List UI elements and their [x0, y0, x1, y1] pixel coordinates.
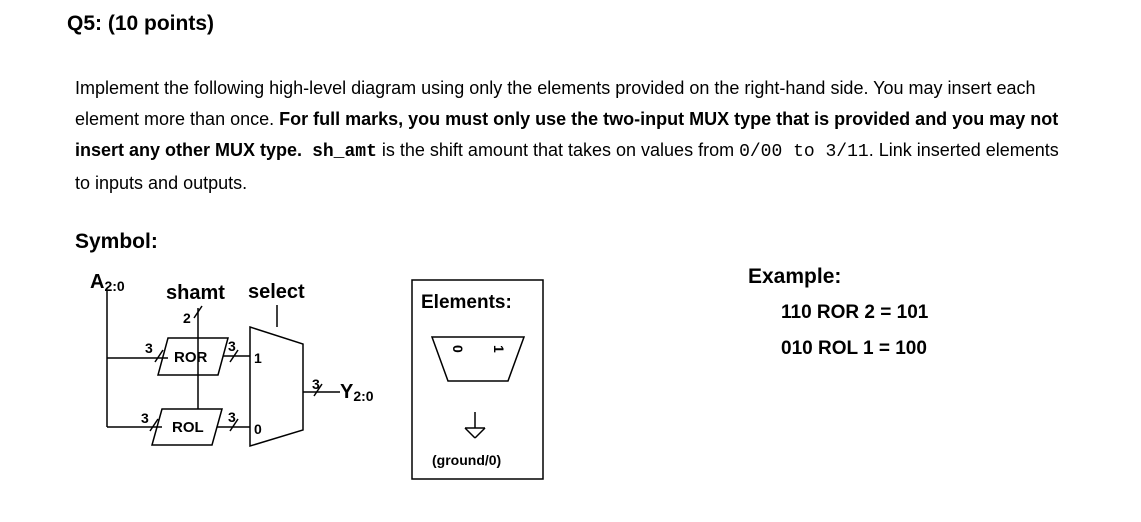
- example-line-1: 110 ROR 2 = 101: [781, 302, 929, 323]
- ground-label: (ground/0): [432, 452, 501, 468]
- element-mux-input-0: 0: [450, 345, 466, 353]
- select-label: select: [248, 281, 305, 303]
- mux-input-1-label: 1: [254, 350, 262, 366]
- ror-in-width: 3: [145, 340, 153, 356]
- rol-in-width: 3: [141, 410, 149, 426]
- ror-out-width: 3: [228, 338, 236, 354]
- output-width: 3: [312, 376, 320, 392]
- ror-block: [157, 337, 229, 376]
- shift-amount-code: sh_amt: [312, 142, 377, 162]
- mux-input-0-label: 0: [254, 421, 262, 437]
- rol-out-bus-slash: [229, 418, 239, 432]
- shamt-bus-slash: [193, 305, 203, 319]
- shamt-width-label: 2: [183, 310, 191, 326]
- instructions-text-3: . Link inserted elements to inputs and o…: [75, 140, 1059, 193]
- instructions-paragraph: Implement the following high-level diagr…: [75, 73, 1065, 199]
- mux-symbol: [249, 325, 304, 448]
- rol-in-bus-slash: [149, 418, 159, 432]
- example-line-2: 010 ROL 1 = 100: [781, 338, 927, 359]
- two-input-mux-element: [430, 336, 526, 382]
- ror-label: ROR: [174, 349, 208, 366]
- rol-block: [151, 408, 223, 446]
- instructions-text-2: is the shift amount that takes on values…: [376, 140, 740, 160]
- shamt-label: shamt: [166, 282, 225, 304]
- rol-label: ROL: [172, 419, 204, 436]
- rol-out-width: 3: [228, 409, 236, 425]
- output-bus-slash: [313, 383, 323, 397]
- elements-box: [411, 279, 544, 480]
- output-y-label: Y2:0: [340, 381, 374, 404]
- ground-icon: [464, 412, 486, 439]
- instructions-bold-rule: For full marks, you must only use the tw…: [75, 109, 1059, 160]
- symbol-heading: Symbol:: [75, 230, 158, 253]
- example-heading: Example:: [748, 265, 842, 288]
- question-title: Q5: (10 points): [67, 12, 215, 35]
- ror-in-bus-slash: [154, 349, 164, 363]
- elements-heading: Elements:: [421, 292, 512, 313]
- instructions-text-1: Implement the following high-level diagr…: [75, 78, 1036, 129]
- shift-range-code: 0/00 to 3/11: [739, 142, 869, 162]
- input-a-label: A2:0: [90, 271, 125, 294]
- ror-out-bus-slash: [229, 349, 239, 363]
- element-mux-input-1: 1: [491, 345, 507, 353]
